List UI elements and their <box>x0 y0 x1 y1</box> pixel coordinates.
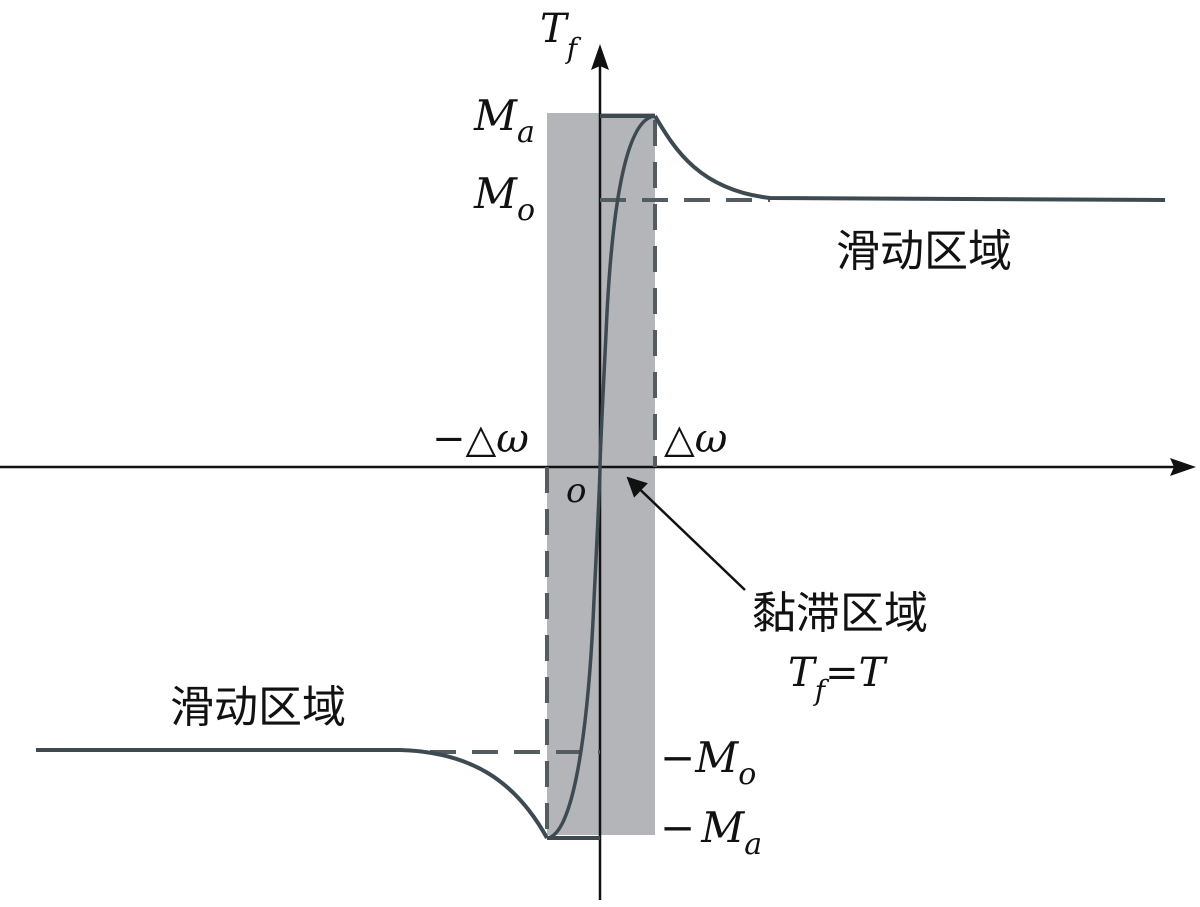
sliding-curve-right <box>653 114 1166 202</box>
neg-delta-omega-label: −△ω <box>432 416 529 462</box>
sliding-region-right-label: 滑动区域 <box>836 226 1012 277</box>
neg-mo-label: −Mo <box>660 733 756 792</box>
stiction-curve <box>546 114 656 840</box>
y-axis-arrow-icon <box>591 44 609 70</box>
sliding-curve-left <box>36 748 549 839</box>
y-axis-label: Tf <box>540 6 582 65</box>
origin-label: o <box>566 471 586 511</box>
delta-omega-label: △ω <box>664 416 727 462</box>
sliding-region-left-label: 滑动区域 <box>170 682 346 733</box>
stiction-equation: Tf=T <box>788 650 889 707</box>
stiction-region-label: 黏滞区域 <box>752 588 928 639</box>
annotation-arrow <box>626 476 746 591</box>
x-axis-arrow-icon <box>1170 458 1196 476</box>
neg-ma-label: −Ma <box>660 803 762 862</box>
ma-label: Ma <box>473 91 535 150</box>
mo-label: Mo <box>473 169 535 228</box>
